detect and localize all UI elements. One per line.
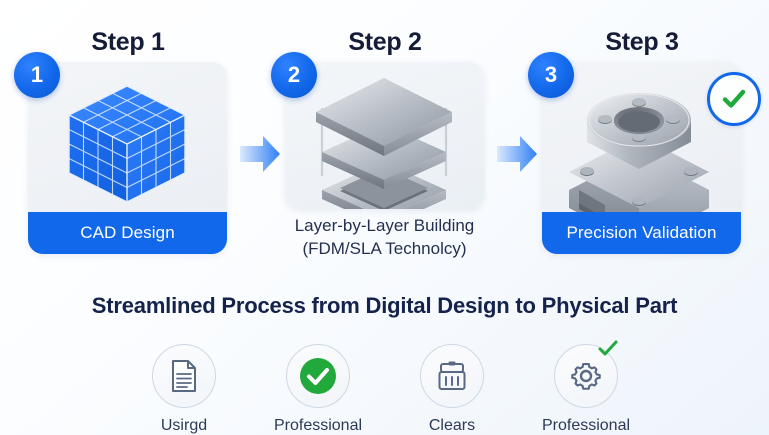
step-2-badge: 2 <box>271 52 317 98</box>
step-1-title: Step 1 <box>91 28 165 56</box>
step-2-title: Step 2 <box>348 28 422 56</box>
blue-voxel-cube-icon <box>68 85 186 203</box>
step-3-title: Step 3 <box>605 28 679 56</box>
step-3-badge: 3 <box>528 52 574 98</box>
feature-item-3[interactable]: Clears <box>387 344 517 435</box>
step-2-label-line-1: Layer-by-Layer Building <box>294 216 475 235</box>
check-circle-filled-icon-circle <box>286 344 350 408</box>
step-3-label: Precision Validation <box>542 212 741 254</box>
feature-label-4: Professional <box>541 417 631 434</box>
step-1-badge: 1 <box>14 52 60 98</box>
feature-label-2: Professional <box>273 417 363 434</box>
gear-icon <box>571 363 601 390</box>
feature-label-3: Clears <box>428 417 476 434</box>
arrow-step2-to-step3 <box>495 133 539 180</box>
step-2-card[interactable] <box>285 62 484 209</box>
feature-item-1[interactable]: Usirgd <box>119 344 249 435</box>
3d-printer-layers-icon <box>316 78 452 209</box>
gear-icon-circle <box>554 340 618 408</box>
check-circle-icon <box>722 89 746 108</box>
document-icon-circle <box>152 344 216 408</box>
check-circle-filled-icon <box>300 358 336 394</box>
validation-check-badge <box>707 72 761 126</box>
step-3-card[interactable]: Precision Validation <box>542 62 741 254</box>
document-icon <box>172 360 196 392</box>
page-headline: Streamlined Process from Digital Design … <box>91 293 678 318</box>
step-2-label: Layer-by-Layer Building (FDM/SLA Technol… <box>285 215 484 261</box>
feature-item-2[interactable]: Professional <box>253 344 383 435</box>
arrow-step1-to-step2 <box>238 133 282 180</box>
step-2-label-line-2: (FDM/SLA Technolcy) <box>302 238 467 258</box>
machine-crate-icon-circle <box>420 344 484 408</box>
feature-item-4[interactable]: Professional <box>521 340 651 435</box>
step-1-label: CAD Design <box>28 212 227 254</box>
step-1-card[interactable]: CAD Design <box>28 62 227 254</box>
feature-label-1: Usirgd <box>160 417 208 434</box>
machine-crate-icon <box>438 361 466 390</box>
small-check-icon <box>598 340 618 356</box>
